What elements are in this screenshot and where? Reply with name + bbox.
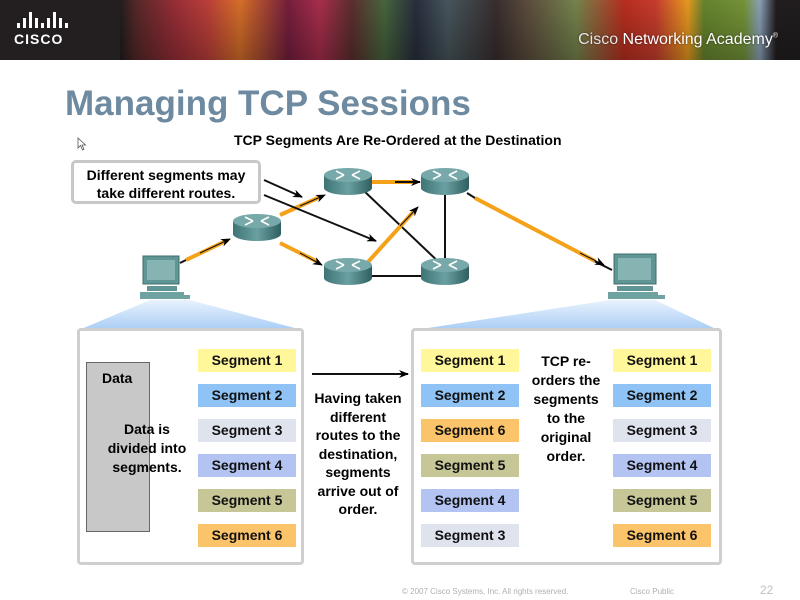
link	[466, 192, 476, 199]
cisco-logo: CISCO	[14, 12, 78, 48]
arrived-segment: Segment 1	[421, 349, 519, 372]
path-orange	[474, 196, 596, 263]
reordered-segment: Segment 6	[613, 524, 711, 547]
diagram-title: TCP Segments Are Re-Ordered at the Desti…	[234, 132, 562, 148]
callout-arrow	[263, 179, 303, 198]
router-icon	[421, 168, 469, 195]
router-icon	[324, 168, 372, 195]
arrived-segment: Segment 6	[421, 419, 519, 442]
callout-arrow	[263, 194, 377, 242]
source-pc-icon	[140, 255, 190, 299]
transit-description: Having taken different routes to the des…	[314, 390, 402, 517]
source-segment: Segment 6	[198, 524, 296, 547]
cisco-wordmark: CISCO	[14, 31, 64, 47]
data-label: Data	[102, 370, 133, 386]
source-segment: Segment 5	[198, 489, 296, 512]
page-title: Managing TCP Sessions	[65, 84, 471, 123]
page-number: 22	[760, 583, 774, 597]
router-icon	[421, 258, 469, 285]
path-arrow	[199, 238, 231, 254]
router-icon	[324, 258, 372, 285]
reordered-segment: Segment 2	[613, 384, 711, 407]
header-banner: CISCO Cisco Networking Academy®	[0, 0, 800, 60]
trademark-symbol: ®	[772, 32, 778, 40]
classification-label: Cisco Public	[630, 587, 675, 596]
source-segment: Segment 1	[198, 349, 296, 372]
reordered-segment: Segment 5	[613, 489, 711, 512]
arrived-segment: Segment 4	[421, 489, 519, 512]
academy-brand-rest: Networking Academy	[618, 31, 773, 48]
arrived-segment: Segment 3	[421, 524, 519, 547]
destination-pc-icon	[608, 253, 665, 299]
academy-brand-cisco: Cisco	[578, 31, 619, 48]
data-block	[86, 362, 150, 532]
router-icon	[233, 214, 281, 241]
cisco-bars-icon	[17, 12, 78, 28]
arrived-segment: Segment 5	[421, 454, 519, 477]
source-segment: Segment 4	[198, 454, 296, 477]
link	[362, 189, 446, 269]
path-arrow	[579, 252, 605, 266]
arrived-segment: Segment 2	[421, 384, 519, 407]
reordered-segment: Segment 4	[613, 454, 711, 477]
path-arrow	[299, 252, 323, 266]
reorder-description: TCP re-orders the segments to the origin…	[531, 353, 601, 464]
reordered-segment: Segment 3	[613, 419, 711, 442]
path-arrow	[399, 206, 419, 227]
source-segment: Segment 3	[198, 419, 296, 442]
reordered-segment: Segment 1	[613, 349, 711, 372]
banner-photo-strip	[120, 0, 800, 60]
path-arrow	[299, 194, 326, 207]
destination-zoom-cone	[415, 300, 718, 330]
mouse-pointer-icon	[77, 137, 87, 151]
networking-academy-brand: Cisco Networking Academy®	[578, 31, 778, 49]
copyright-notice: © 2007 Cisco Systems, Inc. All rights re…	[402, 587, 569, 596]
link	[179, 259, 187, 264]
source-segment: Segment 2	[198, 384, 296, 407]
source-zoom-cone	[79, 300, 302, 330]
routes-callout: Different segments may take different ro…	[71, 160, 261, 204]
divided-into-segments-text: Data is divided into segments.	[107, 421, 187, 475]
